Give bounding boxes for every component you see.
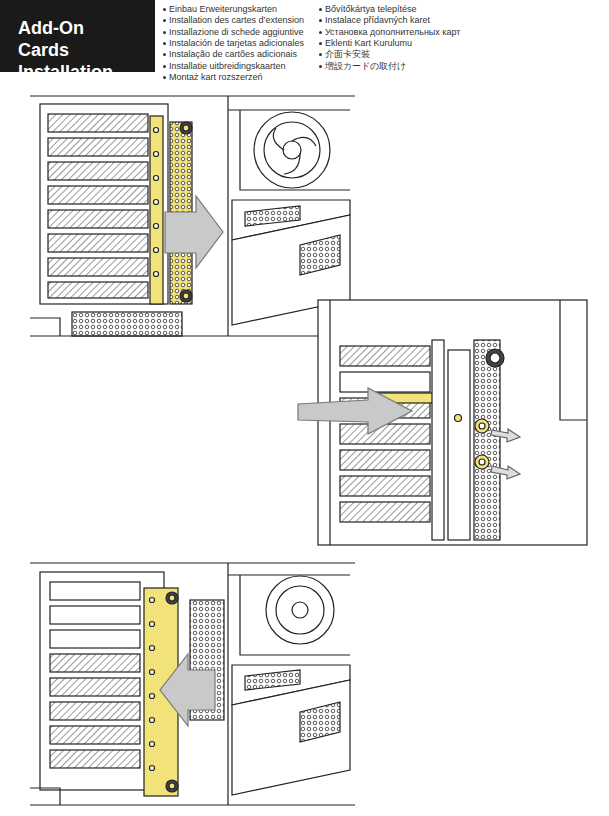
bullet	[163, 19, 166, 22]
title-box: Add-On Cards Installation	[0, 0, 155, 72]
arrow-in	[298, 388, 412, 434]
bracket-bar	[150, 116, 163, 304]
bullet	[163, 31, 166, 34]
language-caption: Installazione di schede aggiuntive	[169, 27, 304, 38]
language-caption: Instalación de tarjetas adicionales	[169, 38, 304, 49]
bullet	[163, 76, 166, 79]
title-text: Add-On Cards Installation	[18, 17, 118, 83]
bullet	[319, 53, 322, 56]
screw-arrow	[491, 429, 520, 442]
bullet	[163, 65, 166, 68]
language-caption: Montaż kart rozszerzeń	[169, 72, 263, 83]
screw-arrow	[491, 466, 520, 479]
arrow-back	[160, 654, 215, 726]
bullet	[163, 8, 166, 11]
arrow-out	[165, 196, 223, 268]
language-caption: Instalace přídavných karet	[325, 15, 430, 26]
slot-covers	[340, 346, 430, 522]
bullet	[163, 53, 166, 56]
panel-remove-bracket	[30, 96, 355, 336]
bullet	[319, 8, 322, 11]
panel-insert-card	[298, 300, 587, 545]
language-caption: Bővítőkártya telepítése	[325, 4, 417, 15]
language-caption: 介面卡安裝	[325, 49, 370, 60]
bullet	[319, 31, 322, 34]
language-caption: 増設カードの取付け	[325, 61, 406, 72]
language-caption: Instalação de cartões adicionais	[169, 49, 297, 60]
language-caption: Installatie uitbreidingskaarten	[169, 61, 286, 72]
bullet	[163, 42, 166, 45]
bullet	[319, 42, 322, 45]
slot-covers	[50, 582, 140, 768]
language-caption: Установка дополнительных карт	[325, 27, 460, 38]
language-caption: Einbau Erweiterungskarten	[169, 4, 277, 15]
panel-refit-bracket	[30, 563, 355, 805]
language-caption: Eklenti Kart Kurulumu	[325, 38, 412, 49]
slot-covers	[48, 114, 148, 298]
bullet	[319, 65, 322, 68]
bullet	[319, 19, 322, 22]
language-caption: Installation des cartes d’extension	[169, 15, 304, 26]
